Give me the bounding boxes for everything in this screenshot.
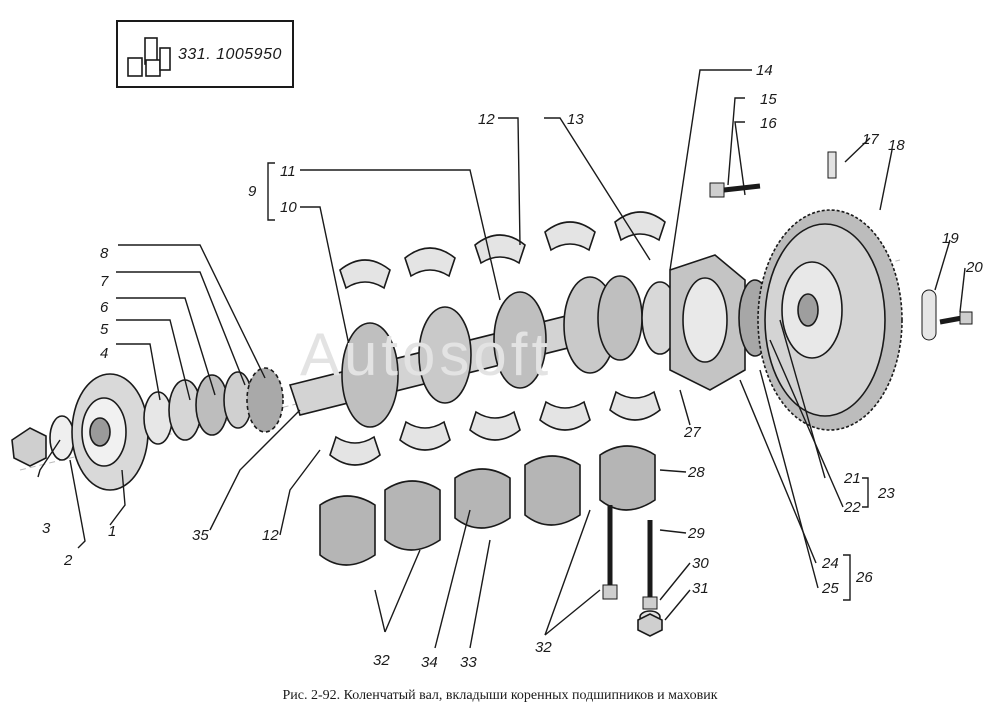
label-19: 19 xyxy=(942,230,959,247)
label-10: 10 xyxy=(280,199,297,216)
part-number-frame xyxy=(116,20,294,88)
label-12-bottom: 12 xyxy=(262,527,279,544)
label-8: 8 xyxy=(100,245,109,262)
watermark: Autosoft xyxy=(300,321,553,388)
cap-bolts xyxy=(602,505,663,637)
label-22: 22 xyxy=(843,499,861,516)
crankshaft-part xyxy=(288,275,679,428)
label-2: 2 xyxy=(63,552,73,569)
label-14: 14 xyxy=(756,62,773,79)
bolt-part xyxy=(11,415,75,467)
label-5: 5 xyxy=(100,321,109,338)
lower-bearing-shells xyxy=(329,390,661,466)
callout-labels: 8 7 6 5 4 3 2 1 9 11 10 12 13 14 15 16 1… xyxy=(42,62,983,671)
label-7: 7 xyxy=(100,273,109,290)
label-1: 1 xyxy=(108,523,116,540)
label-13: 13 xyxy=(567,111,584,128)
label-24: 24 xyxy=(821,555,839,572)
label-20: 20 xyxy=(965,259,983,276)
label-18: 18 xyxy=(888,137,905,154)
label-4: 4 xyxy=(100,345,108,362)
label-35: 35 xyxy=(192,527,209,544)
label-26: 26 xyxy=(855,569,873,586)
label-16: 16 xyxy=(760,115,777,132)
label-34: 34 xyxy=(421,654,438,671)
leader-lines xyxy=(37,69,966,649)
flywheel-fasteners xyxy=(709,151,973,341)
label-9: 9 xyxy=(248,183,257,200)
label-27: 27 xyxy=(683,424,701,441)
label-29: 29 xyxy=(687,525,705,542)
label-32-right: 32 xyxy=(535,639,552,656)
label-15: 15 xyxy=(760,91,777,108)
label-6: 6 xyxy=(100,299,109,316)
figure-caption: Рис. 2-92. Коленчатый вал, вкладыши коре… xyxy=(282,688,718,703)
bearing-caps xyxy=(319,445,656,566)
catalog-icon xyxy=(127,37,171,77)
label-23: 23 xyxy=(877,485,895,502)
label-21: 21 xyxy=(843,470,861,487)
label-31: 31 xyxy=(692,580,709,597)
label-28: 28 xyxy=(687,464,705,481)
label-3: 3 xyxy=(42,520,51,537)
label-17: 17 xyxy=(862,131,879,148)
label-33: 33 xyxy=(460,654,477,671)
upper-bearing-shells xyxy=(339,211,666,290)
label-32-left: 32 xyxy=(373,652,390,669)
part-number: 331. 1005950 xyxy=(178,46,282,63)
label-25: 25 xyxy=(821,580,839,597)
gear-stack xyxy=(143,367,284,445)
label-11: 11 xyxy=(280,163,296,180)
pulley-part xyxy=(71,373,149,491)
label-30: 30 xyxy=(692,555,709,572)
flywheel-part xyxy=(757,209,903,431)
label-12-top: 12 xyxy=(478,111,495,128)
